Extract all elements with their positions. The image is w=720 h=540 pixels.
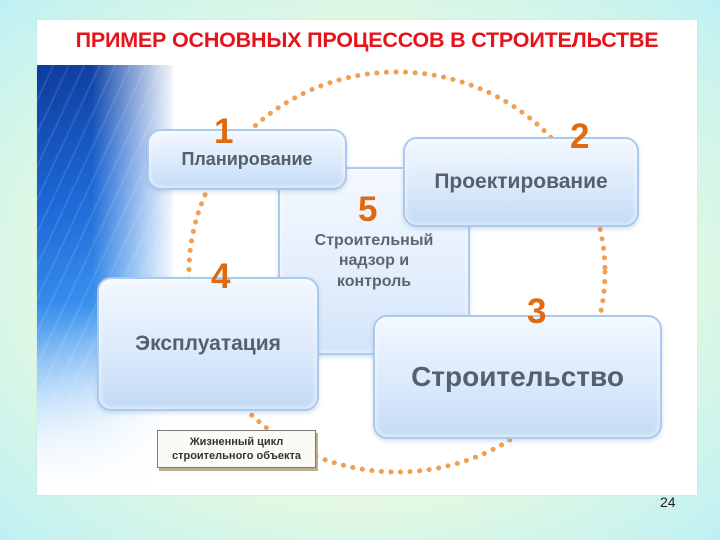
lifecycle-caption-box: Жизненный цикл строительного объекта bbox=[157, 430, 316, 468]
lifecycle-caption: Жизненный цикл строительного объекта bbox=[171, 435, 302, 462]
process-box-planning: Планирование bbox=[147, 129, 347, 190]
process-box-operation: Эксплуатация bbox=[97, 277, 319, 411]
process-label-planning: Планирование bbox=[181, 149, 313, 169]
process-number-1: 1 bbox=[214, 112, 234, 151]
process-box-design: Проектирование bbox=[403, 137, 639, 227]
process-label-operation: Эксплуатация bbox=[135, 332, 281, 355]
page-number: 24 bbox=[660, 494, 676, 510]
process-label-design: Проектирование bbox=[434, 170, 608, 193]
process-number-2: 2 bbox=[570, 117, 590, 156]
process-label-supervision: Строительный надзор и контроль bbox=[314, 232, 434, 290]
slide-title: ПРИМЕР ОСНОВНЫХ ПРОЦЕССОВ В СТРОИТЕЛЬСТВ… bbox=[75, 28, 659, 52]
process-number-3: 3 bbox=[527, 292, 547, 331]
process-box-construction: Строительство bbox=[373, 315, 662, 439]
process-label-construction: Строительство bbox=[411, 361, 624, 392]
process-number-4: 4 bbox=[211, 257, 231, 296]
process-number-5: 5 bbox=[358, 190, 378, 229]
